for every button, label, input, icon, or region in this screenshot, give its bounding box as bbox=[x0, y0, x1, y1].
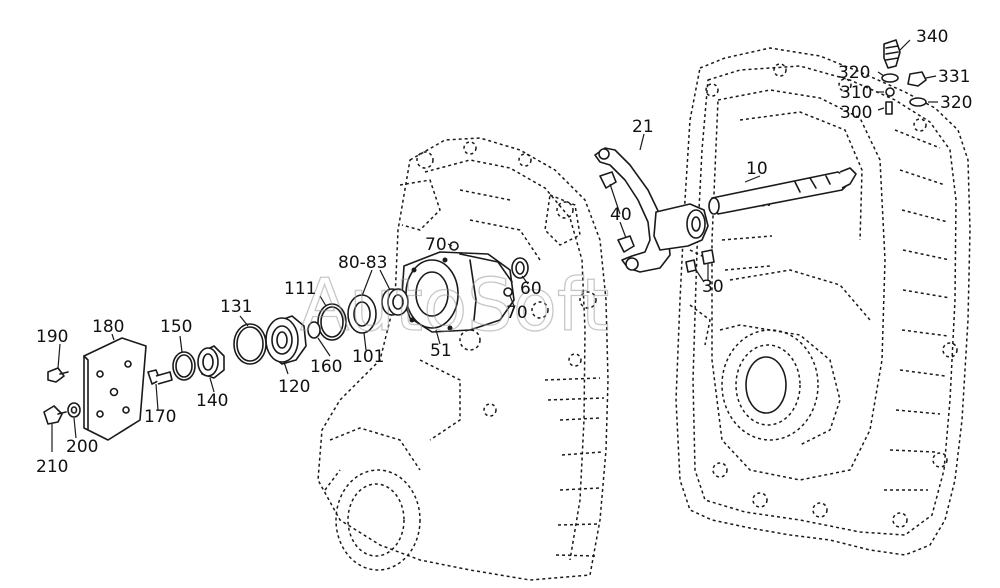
callout-331: 331 bbox=[938, 67, 970, 87]
leader-lines bbox=[51, 39, 938, 452]
callout-80-83: 80-83 bbox=[338, 253, 387, 273]
shim-80-83 bbox=[381, 288, 409, 316]
snap-ring-131 bbox=[233, 323, 267, 365]
callout-180: 180 bbox=[92, 317, 124, 337]
callout-160: 160 bbox=[310, 357, 342, 377]
seal-140 bbox=[197, 345, 225, 379]
bolt-190 bbox=[47, 367, 69, 383]
washer-320-right bbox=[909, 97, 927, 107]
snap-ring-111 bbox=[317, 303, 347, 341]
callout-30: 30 bbox=[702, 277, 724, 297]
callout-310: 310 bbox=[840, 83, 872, 103]
washer-320-left bbox=[881, 73, 899, 83]
callout-140: 140 bbox=[196, 391, 228, 411]
callout-200: 200 bbox=[66, 437, 98, 457]
callout-111: 111 bbox=[284, 279, 316, 299]
callout-40: 40 bbox=[610, 205, 632, 225]
ring-160 bbox=[307, 321, 321, 339]
gearbox-housing bbox=[675, 47, 971, 556]
callout-300: 300 bbox=[840, 103, 872, 123]
callout-340: 340 bbox=[916, 27, 948, 47]
plug-70-lower bbox=[503, 287, 513, 297]
callout-320-right: 320 bbox=[940, 93, 972, 113]
washer-200 bbox=[67, 402, 81, 418]
ball-310 bbox=[885, 87, 895, 97]
bolt-40-upper bbox=[599, 171, 617, 189]
shift-fork bbox=[594, 147, 709, 273]
callout-131: 131 bbox=[220, 297, 252, 317]
bolt-210 bbox=[43, 405, 67, 425]
ring-101 bbox=[347, 294, 377, 334]
plug-70-upper bbox=[449, 241, 459, 251]
bolt-40-lower bbox=[617, 235, 635, 253]
callout-320-left: 320 bbox=[838, 63, 870, 83]
callout-70-lower: 70 bbox=[506, 303, 528, 323]
callout-101: 101 bbox=[352, 347, 384, 367]
callout-190: 190 bbox=[36, 327, 68, 347]
cover-51 bbox=[401, 251, 515, 333]
cover-plate-180 bbox=[83, 337, 147, 441]
bolt-170 bbox=[147, 369, 173, 385]
sensor-340 bbox=[883, 39, 901, 69]
callout-21: 21 bbox=[632, 117, 654, 137]
callout-170: 170 bbox=[144, 407, 176, 427]
callout-70-upper: 70 bbox=[425, 235, 447, 255]
callout-60: 60 bbox=[520, 279, 542, 299]
callout-120: 120 bbox=[278, 377, 310, 397]
callout-51: 51 bbox=[430, 341, 452, 361]
watermark: AutoSoft bbox=[300, 263, 609, 347]
o-ring-150 bbox=[172, 351, 196, 381]
bolt-30 bbox=[685, 249, 715, 273]
callout-150: 150 bbox=[160, 317, 192, 337]
plug-331 bbox=[907, 71, 927, 87]
shift-shaft bbox=[708, 167, 857, 215]
pin-300 bbox=[885, 101, 893, 115]
transmission-housing bbox=[317, 137, 609, 581]
callout-210: 210 bbox=[36, 457, 68, 477]
o-ring-60 bbox=[511, 257, 529, 279]
callout-10: 10 bbox=[746, 159, 768, 179]
